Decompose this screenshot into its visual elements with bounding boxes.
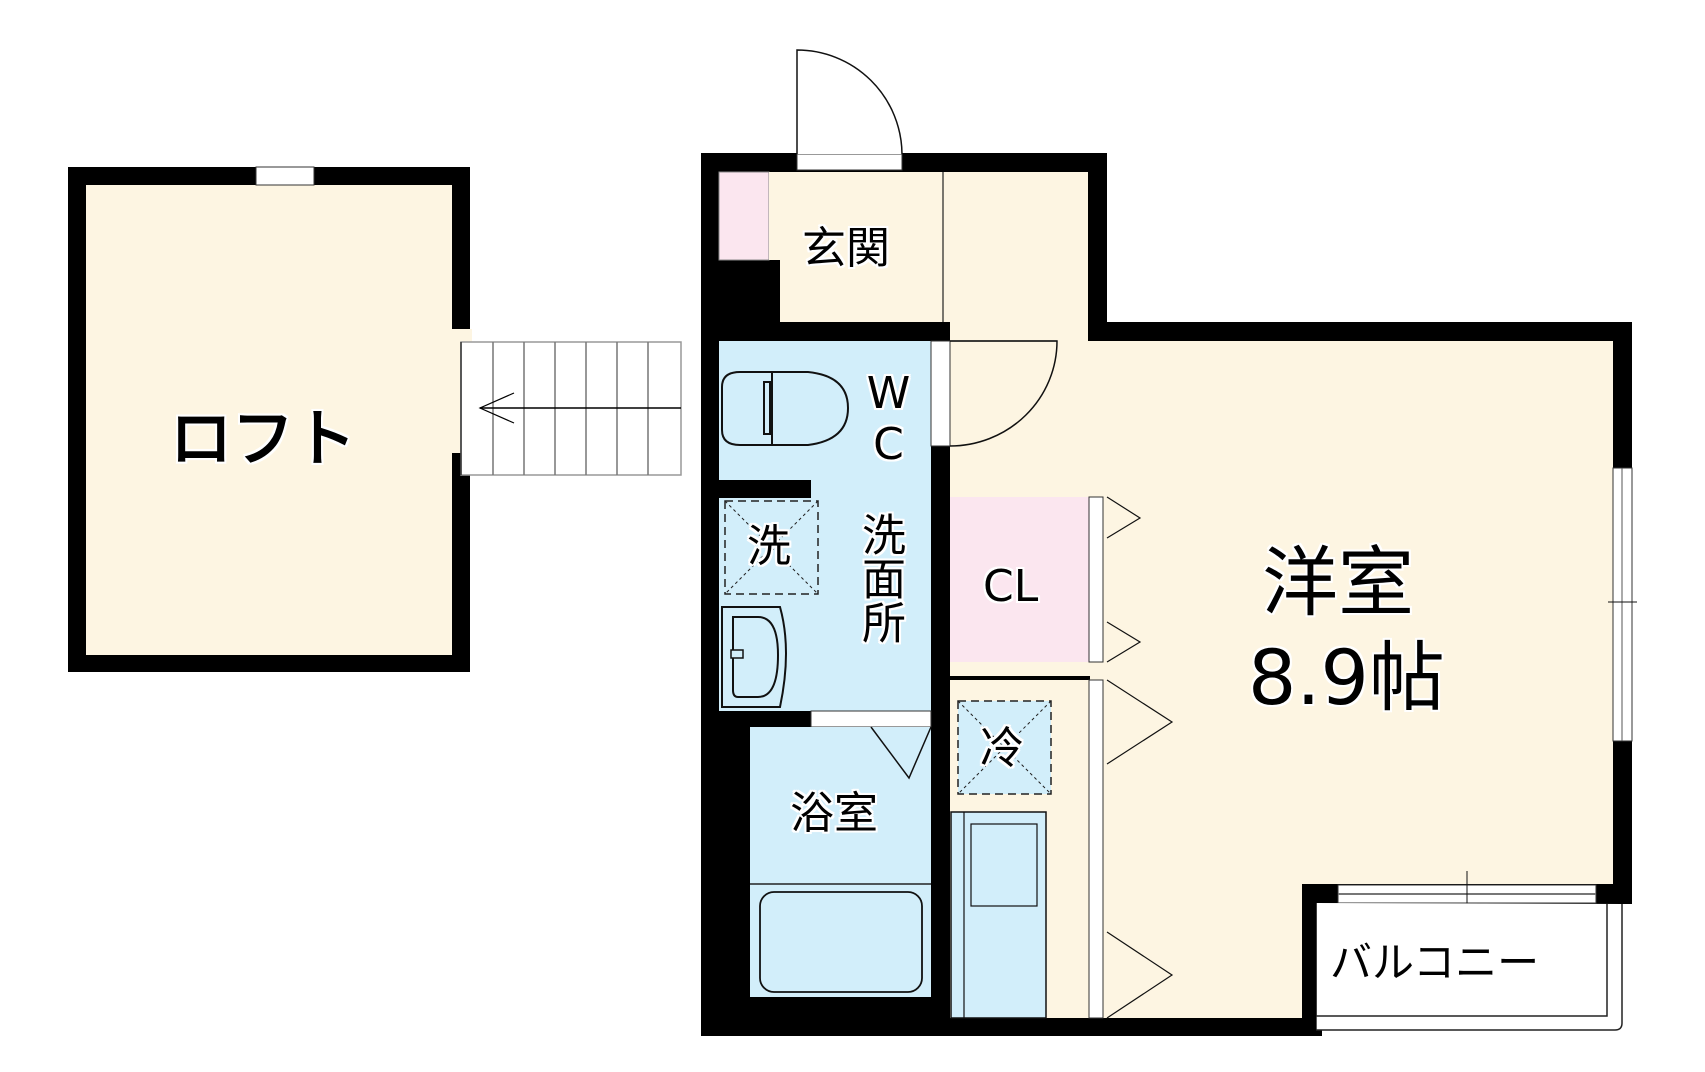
closet-floor — [950, 497, 1089, 662]
closet-label: CL — [983, 561, 1039, 612]
stair-arrow-icon — [478, 392, 515, 424]
fridge-label: 冷 — [980, 723, 1024, 774]
balcony — [1302, 884, 1623, 1034]
wc-door-swing — [949, 340, 1058, 447]
wc-label: WC — [863, 368, 914, 470]
washer-label: 洗 — [747, 521, 791, 572]
wash-basin-icon — [721, 606, 787, 708]
western-room-size: 8.9帖 — [1248, 633, 1445, 722]
western-room-label: 洋室 — [1262, 538, 1414, 627]
kitchen-door-icons — [1106, 679, 1174, 1019]
bathtub-icon — [759, 891, 923, 993]
balcony-label: バルコニー — [1330, 938, 1540, 987]
bathroom-label: 浴室 — [790, 788, 878, 839]
closet-door-icons — [1106, 496, 1142, 663]
front-door — [796, 49, 903, 171]
shoe-storage — [718, 171, 770, 261]
washroom-label: 洗面所 — [854, 512, 905, 644]
side-window — [1608, 467, 1637, 742]
entrance-hall-floor — [769, 172, 1613, 1018]
washing-machine-space-icon — [724, 500, 819, 595]
toilet-icon — [721, 371, 850, 446]
staircase — [460, 341, 682, 476]
entrance-label: 玄関 — [802, 223, 890, 274]
loft-room — [68, 166, 472, 672]
balcony-window — [1337, 871, 1597, 918]
kitchen-counter-icon — [950, 811, 1047, 1019]
loft-label: ロフト — [170, 402, 357, 475]
refrigerator-space-icon — [957, 700, 1052, 795]
